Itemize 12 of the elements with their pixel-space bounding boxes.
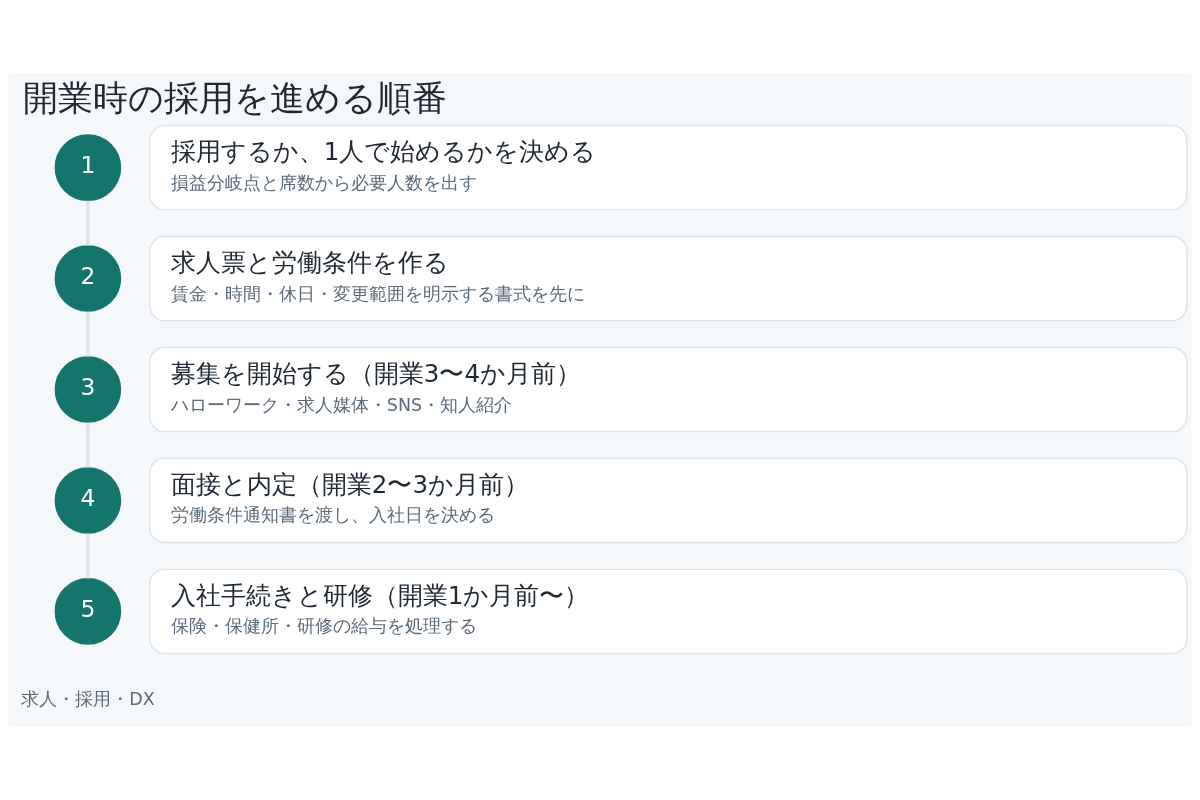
node-circle: 1 — [54, 134, 122, 201]
node-circle: 3 — [54, 356, 122, 423]
node-circle: 2 — [54, 245, 122, 312]
label: 求人・採用・DX — [21, 689, 155, 710]
node-circle: 5 — [54, 578, 122, 645]
diagram-title: 開業時の採用を進める順番 — [23, 77, 448, 119]
node-box: 入社手続きと研修（開業1か月前〜） 保険・保健所・研修の給与を処理する — [149, 568, 1188, 655]
node-circle: 4 — [54, 467, 122, 534]
node-box: 採用するか、1人で始めるかを決める 損益分岐点と席数から必要人数を出す — [149, 124, 1188, 211]
node-box: 面接と内定（開業2〜3か月前） 労働条件通知書を渡し、入社日を決める — [149, 457, 1188, 544]
node-box: 求人票と労働条件を作る 賃金・時間・休日・変更範囲を明示する書式を先に — [149, 235, 1188, 322]
node-box: 募集を開始する（開業3〜4か月前） ハローワーク・求人媒体・SNS・知人紹介 — [149, 346, 1188, 433]
